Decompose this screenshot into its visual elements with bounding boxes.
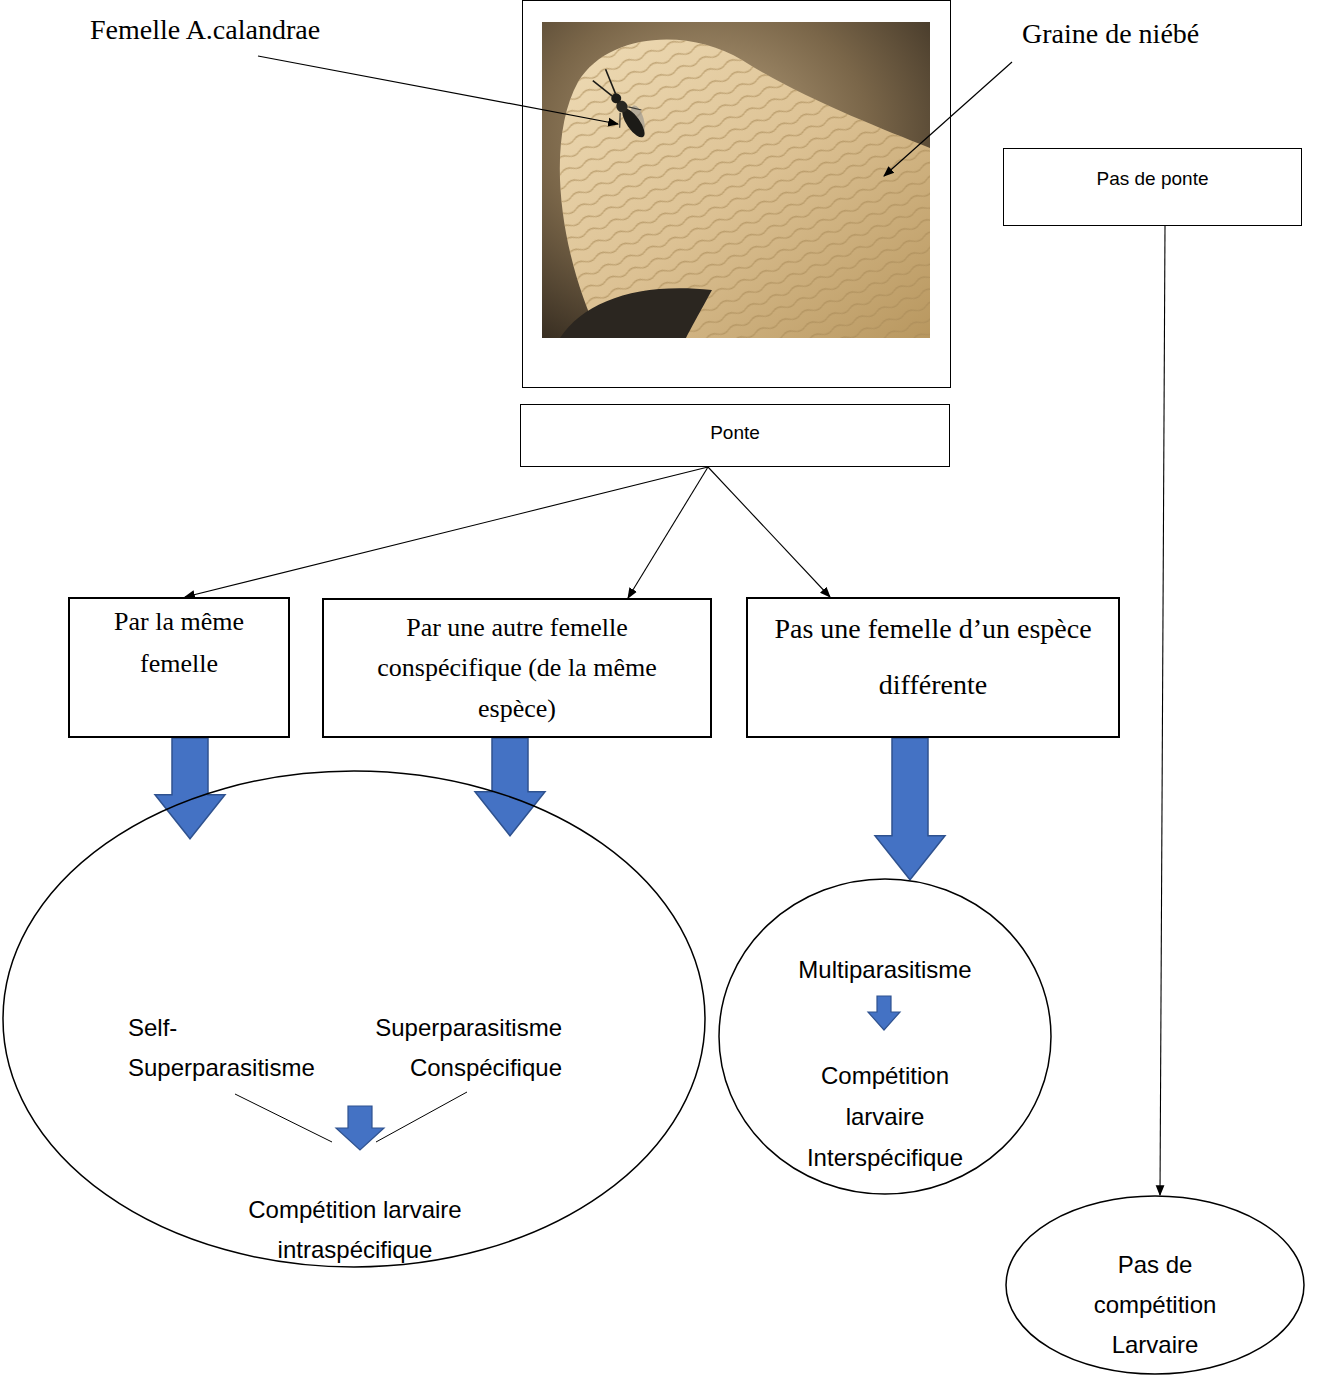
box-text: Pas une femelle d’un espèce différente [772, 601, 1094, 713]
ellipse-text: Superparasitisme Conspécifique [342, 1008, 562, 1088]
wasp-figure [588, 65, 657, 145]
text-slot: Superparasitisme Conspécifique [342, 1008, 562, 1088]
case-box: Par une autre femelle conspécifique (de … [322, 598, 712, 738]
ellipse-text: Compétition larvaire intraspécifique [205, 1190, 505, 1270]
label-slot: Femelle A.calandrae [90, 12, 420, 48]
seed-photo [542, 22, 930, 338]
ellipse-text: Pas de compétition Larvaire [1080, 1245, 1230, 1365]
photo-label: Femelle A.calandrae [90, 12, 420, 48]
box-text: Ponte [533, 421, 937, 446]
block-arrow [475, 738, 545, 836]
flow-arrow [185, 467, 708, 597]
case-box: Par la même femelle [68, 597, 290, 738]
box-text: Pas de ponte [1016, 167, 1289, 192]
box-text: Par la même femelle [84, 601, 274, 684]
text-slot: Pas de compétition Larvaire [1080, 1245, 1230, 1365]
cowpea-seed [560, 39, 930, 338]
merge-line [376, 1092, 467, 1142]
text-slot: Compétition larvaire Interspécifique [795, 1055, 975, 1178]
ellipse-shape [3, 771, 705, 1267]
photo-ground [542, 22, 930, 338]
photo-label: Graine de niébé [1022, 16, 1272, 52]
block-arrow-small [336, 1106, 384, 1150]
seed-hilum [560, 288, 712, 338]
block-arrow [875, 738, 945, 880]
text-slot: Compétition larvaire intraspécifique [205, 1190, 505, 1270]
label-slot: Graine de niébé [1022, 16, 1272, 52]
leader-line [258, 56, 618, 124]
flow-arrow [628, 467, 708, 598]
photo-frame [523, 1, 951, 388]
text-slot: Self-Superparasitisme [128, 1008, 338, 1088]
box-text: Par une autre femelle conspécifique (de … [338, 608, 696, 729]
flow-arrow [1160, 226, 1165, 1195]
ellipse-text: Compétition larvaire Interspécifique [795, 1055, 975, 1178]
outcome-ellipse: Self-SuperparasitismeSuperparasitisme Co… [2, 770, 706, 1268]
seed-texture [560, 39, 930, 338]
ellipse-shape [1006, 1196, 1304, 1374]
merge-line [235, 1094, 332, 1142]
case-box: Pas une femelle d’un espèce différente [746, 597, 1120, 738]
ellipse-text: Multiparasitisme [775, 950, 995, 990]
leader-line [884, 62, 1012, 176]
flow-arrow [708, 467, 830, 597]
outcome-ellipse: Pas de compétition Larvaire [1005, 1195, 1305, 1375]
outcome-circle: MultiparasitismeCompétition larvaire Int… [718, 878, 1052, 1195]
block-arrow [155, 738, 225, 839]
block-arrow-small [868, 996, 900, 1030]
ellipse-text: Self-Superparasitisme [128, 1008, 338, 1088]
outcome-box: Pas de ponte [1003, 148, 1302, 226]
ellipse-outline [2, 770, 706, 1268]
ellipse-shape [719, 879, 1051, 1194]
text-slot: Multiparasitisme [775, 950, 995, 990]
process-box: Ponte [520, 404, 950, 467]
